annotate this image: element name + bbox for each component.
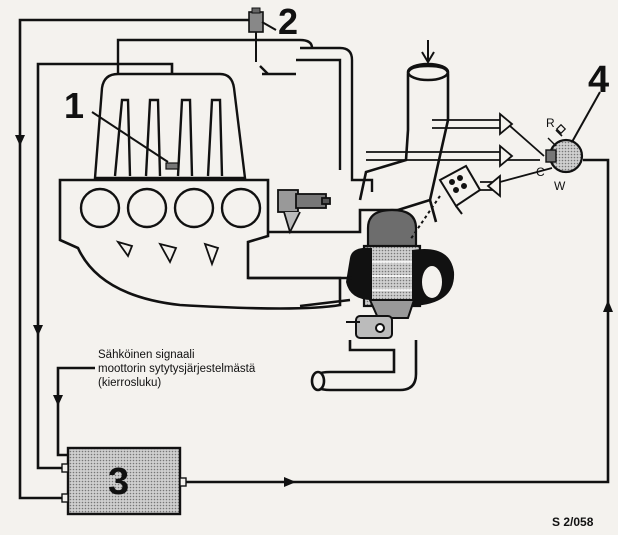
exhaust-outlet: [310, 340, 418, 392]
cylinder-3: [173, 187, 215, 229]
callout-3: 3: [108, 461, 129, 503]
arrow-down-signal: [53, 395, 63, 406]
leader-2: [261, 21, 277, 31]
arrow-down-left: [15, 135, 25, 146]
wire-sensor-2: [18, 18, 250, 500]
wire-ignition-signal: [56, 366, 95, 457]
intake-duct: [268, 62, 450, 234]
valve-ports: [547, 137, 557, 147]
cylinder-1: [79, 187, 121, 229]
turbocharger: [346, 208, 455, 319]
signal-note-line1: Sähköinen signaali: [98, 349, 195, 361]
hose-arrows: [486, 112, 514, 198]
sensor-1-element: [165, 162, 179, 170]
cylinder-4: [220, 187, 262, 229]
control-unit-3: [61, 446, 187, 516]
valve-label-c: C: [536, 165, 545, 179]
wiring-arrows: [15, 135, 613, 487]
intake-manifold: [93, 72, 247, 180]
bypass-valve: [409, 164, 482, 241]
sensor-hose: [116, 38, 374, 192]
leader-1: [91, 111, 169, 163]
figure-code: S 2/058: [552, 515, 594, 529]
control-valve-4: [545, 123, 584, 174]
signal-note-line3: (kierrosluku): [98, 377, 161, 389]
distributor: [277, 189, 331, 235]
pressure-sensor-2: [248, 7, 264, 62]
arrow-down-mid: [33, 325, 43, 336]
callout-2: 2: [278, 1, 298, 42]
leader-4: [571, 91, 601, 143]
arrow-right-bottom: [284, 477, 296, 487]
air-inlet-arrow: [421, 40, 435, 64]
signal-note-line2: moottorin sytytysjärjestelmästä: [98, 363, 256, 375]
valve-label-w: W: [554, 179, 566, 193]
callout-4: 4: [588, 59, 609, 101]
wire-to-valve-4: [180, 158, 610, 484]
cylinder-2: [126, 187, 168, 229]
exhaust-manifold: [248, 276, 352, 308]
callout-1: 1: [64, 85, 84, 126]
arrow-up-right: [603, 300, 613, 312]
callout-leaders: [91, 21, 601, 163]
engine-block: [58, 178, 342, 310]
valve-label-r: R: [546, 116, 555, 130]
wastegate: [346, 315, 393, 339]
